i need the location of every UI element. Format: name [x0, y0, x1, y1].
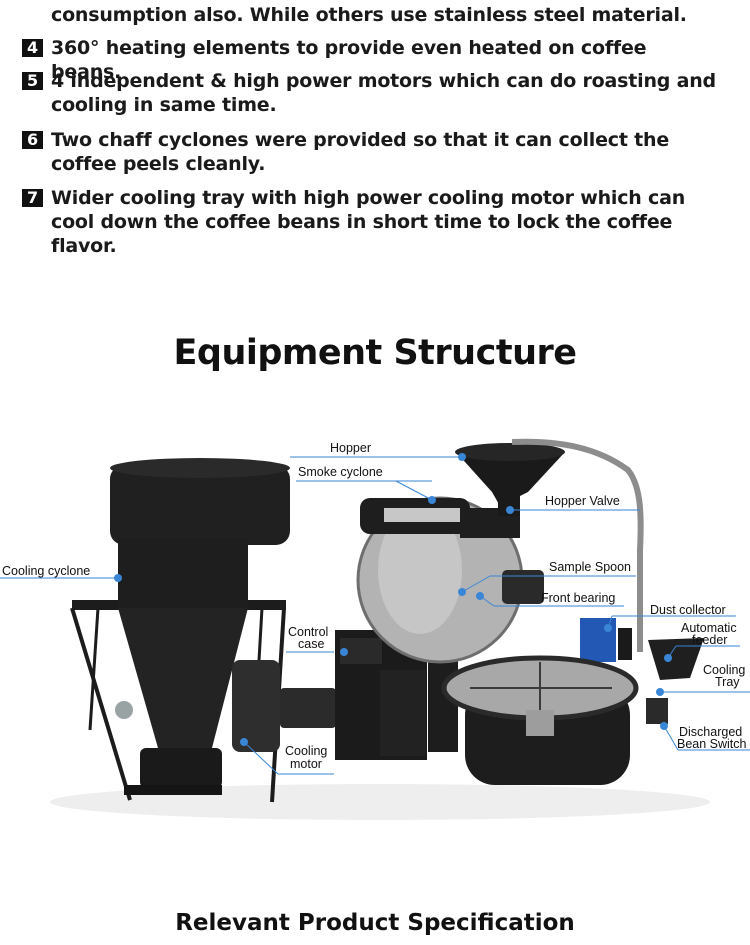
label-sample-spoon: Sample Spoon: [549, 560, 631, 574]
label-automatic-feeder-1: Automatic: [681, 621, 737, 635]
feature-text: Two chaff cyclones were provided so that…: [51, 129, 670, 175]
feature-text: 360° heating elements to provide even he…: [51, 37, 647, 83]
feature-item-4: 4 360° heating elements to provide even …: [22, 36, 722, 84]
label-cooling-tray-2: Tray: [715, 675, 740, 689]
feature-number-badge: 4: [22, 39, 43, 57]
feature-number-badge: 6: [22, 131, 43, 149]
section-title: Equipment Structure: [173, 333, 577, 373]
label-control-case-1: Control: [288, 625, 328, 639]
label-discharged-1: Discharged: [679, 725, 742, 739]
feature-item-6: 6 Two chaff cyclones were provided so th…: [22, 128, 722, 176]
feature-number-badge: 5: [22, 72, 43, 90]
label-front-bearing: Front bearing: [541, 591, 615, 605]
roaster-unit: [335, 438, 644, 760]
cooling-cyclone-unit: [70, 458, 290, 803]
label-cooling-motor-2: motor: [290, 757, 322, 771]
feature-text: consumption also. While others use stain…: [51, 4, 687, 26]
feature-item-5: 5 4 independent & high power motors whic…: [22, 69, 722, 117]
label-discharged-2: Bean Switch: [677, 737, 747, 751]
feature-number-badge: 7: [22, 189, 43, 207]
label-cooling-tray-1: Cooling: [703, 663, 745, 677]
cooling-tray-unit: [441, 638, 704, 785]
duct-pipe: [280, 688, 336, 728]
equipment-structure-diagram: Hopper Smoke cyclone Hopper Valve Coolin…: [0, 438, 750, 820]
label-hopper-valve: Hopper Valve: [545, 494, 620, 508]
label-cooling-motor-1: Cooling: [285, 744, 327, 758]
label-control-case-2: case: [298, 637, 324, 651]
label-cooling-cyclone: Cooling cyclone: [2, 564, 90, 578]
feature-item-7: 7 Wider cooling tray with high power coo…: [22, 186, 722, 258]
label-dust-collector: Dust collector: [650, 603, 726, 617]
feature-text: 4 independent & high power motors which …: [51, 70, 716, 116]
label-smoke-cyclone: Smoke cyclone: [298, 465, 383, 479]
callout-lines: [0, 453, 750, 775]
feature-item-3-tail: consumption also. While others use stain…: [22, 3, 722, 27]
feature-text: Wider cooling tray with high power cooli…: [51, 187, 686, 257]
label-hopper: Hopper: [330, 441, 371, 455]
label-automatic-feeder-2: feeder: [692, 633, 727, 647]
spec-section-title: Relevant Product Specification: [175, 910, 575, 936]
